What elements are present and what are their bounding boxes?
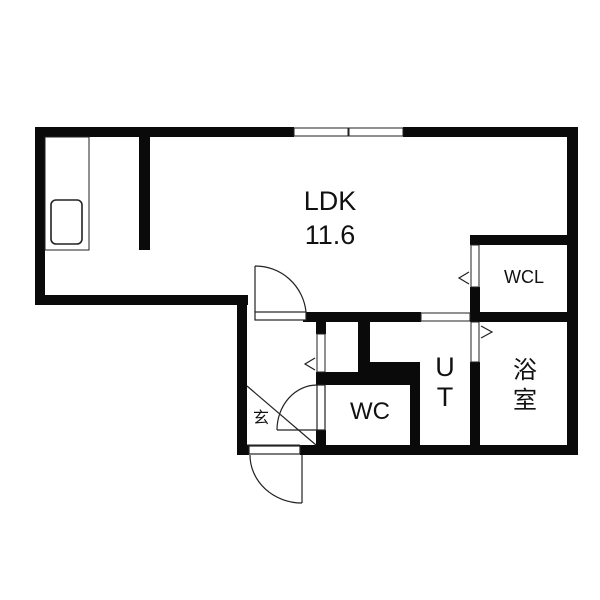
wc-top-wall-right xyxy=(358,362,420,385)
ut-label-char-1: U xyxy=(435,352,455,382)
ldk-bottom-wall xyxy=(35,295,248,305)
storage-door-panel xyxy=(316,333,326,373)
sink-icon xyxy=(50,199,83,245)
ldk-door-swing-arc xyxy=(254,265,307,313)
wcl-top-wall xyxy=(470,235,578,245)
bath-door-arrow-icon xyxy=(480,325,494,339)
wc-top-wall-left xyxy=(316,372,370,385)
entrance-label: 玄 xyxy=(252,408,269,427)
walls xyxy=(35,127,578,455)
storage-door-arrow-icon xyxy=(303,357,316,371)
bottom-wall-left xyxy=(237,445,249,455)
entrance-right-wall-bottom xyxy=(316,430,326,455)
ut-label-char-2: T xyxy=(436,382,454,412)
ldk-size-label: 11.6 xyxy=(304,220,356,250)
window-pane-right xyxy=(348,127,404,137)
corridor-wall-right xyxy=(470,312,578,322)
storage-sliding-door[interactable] xyxy=(303,333,326,373)
entrance-step-line xyxy=(246,385,317,446)
wcl-door-arrow-icon xyxy=(457,271,470,285)
ldk-door-threshold xyxy=(254,311,307,321)
front-door-threshold xyxy=(248,445,301,455)
wc-right-wall xyxy=(410,362,420,455)
ldk-door[interactable] xyxy=(254,265,307,321)
ut-label: U T xyxy=(425,352,465,412)
bathroom-label-char-1: 浴 xyxy=(513,356,537,384)
wc-label: WC xyxy=(350,398,390,425)
left-wall xyxy=(35,127,45,305)
wc-door[interactable] xyxy=(276,384,326,431)
bathroom-label: 浴 室 xyxy=(500,355,550,415)
right-wall xyxy=(567,127,578,455)
ut-bath-divider xyxy=(470,362,480,455)
bathroom-label-char-2: 室 xyxy=(513,386,537,414)
storage-right-wall xyxy=(358,322,370,372)
entrance-left-wall xyxy=(237,295,247,455)
kitchen-partition xyxy=(139,137,150,250)
entrance-right-wall-top xyxy=(316,322,326,334)
kitchen-counter xyxy=(44,136,90,251)
top-wall-left xyxy=(35,127,294,137)
bottom-wall xyxy=(300,445,578,455)
ut-opening xyxy=(420,312,471,322)
bath-door-panel xyxy=(470,321,480,363)
wc-door-swing-arc xyxy=(276,384,318,431)
window-pane-left xyxy=(293,127,349,137)
wc-door-frame xyxy=(316,384,326,431)
wcl-left-wall xyxy=(470,287,480,322)
front-door-swing-arc xyxy=(249,454,303,504)
bath-sliding-door[interactable] xyxy=(470,321,494,363)
wcl-sliding-door[interactable] xyxy=(457,244,480,288)
corridor-wall-mid xyxy=(303,312,421,322)
window xyxy=(293,127,404,137)
wcl-door-panel xyxy=(470,244,480,288)
top-wall-right xyxy=(403,127,578,137)
front-door[interactable] xyxy=(248,445,303,504)
ldk-label: LDK xyxy=(303,186,357,216)
wcl-label: WCL xyxy=(504,267,544,287)
